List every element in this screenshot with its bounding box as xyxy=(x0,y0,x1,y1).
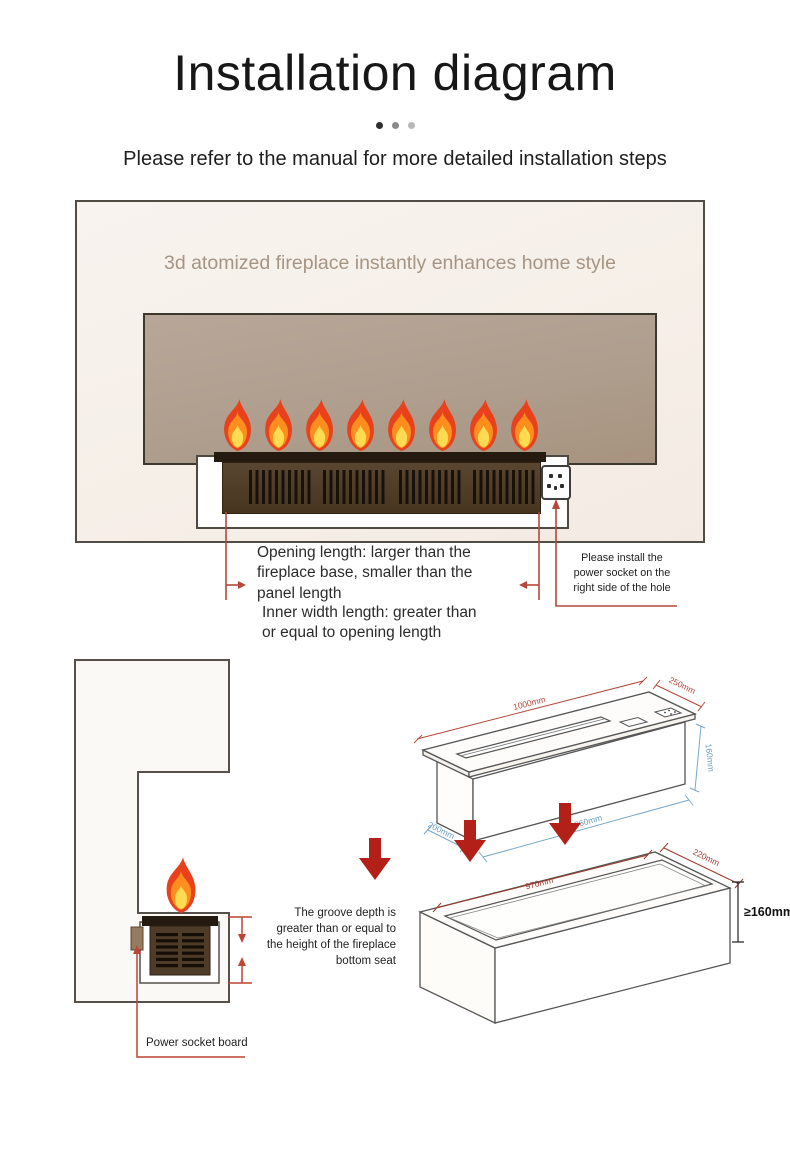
mist-slot-inner xyxy=(459,718,605,757)
fireplace-body xyxy=(222,462,541,514)
dot-icon xyxy=(375,122,383,129)
groove-depth-note: The groove depth is greater than or equa… xyxy=(266,907,396,967)
min-depth-label: ≥160mm xyxy=(744,905,790,919)
vent-grille xyxy=(323,470,387,504)
inner-width-note: Inner width length: greater than or equa… xyxy=(262,604,477,642)
arrow-down-icon xyxy=(359,838,391,880)
vent-grille xyxy=(156,933,204,968)
groove-opening-inner xyxy=(448,863,708,939)
depth-dimension-lines xyxy=(136,916,252,1058)
red-dimension-lines xyxy=(413,676,706,744)
arrow-down-icon xyxy=(238,934,246,943)
flame-icon xyxy=(166,857,196,913)
body-height-label: 160mm xyxy=(704,743,713,772)
socket-pin xyxy=(553,486,557,490)
opening-length-note: Opening length: larger than the fireplac… xyxy=(257,544,473,602)
arrow-right-icon xyxy=(238,581,246,589)
insert-direction-arrows xyxy=(359,803,581,880)
socket-note: Please install the power socket on the r… xyxy=(573,552,671,594)
socket-pin xyxy=(549,474,553,478)
control-panel xyxy=(618,716,649,728)
arrow-down-icon xyxy=(549,803,581,845)
groove-cross-section xyxy=(74,659,252,1058)
groove-base-drawing: 970mm 220mm ≥160mm xyxy=(418,842,790,1025)
flame-icon xyxy=(429,399,456,452)
fireplace-top-plate xyxy=(142,916,218,926)
wall-annotation-lines xyxy=(225,499,677,607)
socket-pin xyxy=(560,484,564,488)
flame-icon xyxy=(265,399,292,452)
socket-pin xyxy=(558,474,562,478)
flames-row xyxy=(224,399,538,452)
socket-pins xyxy=(664,709,676,715)
depth-dimension-line xyxy=(732,881,744,943)
wall-caption: 3d atomized fireplace instantly enhances… xyxy=(163,252,616,274)
arrow-up-icon xyxy=(133,945,141,954)
flame-icon xyxy=(224,399,251,452)
page-title: Installation diagram xyxy=(173,45,617,101)
page-subtitle: Please refer to the manual for more deta… xyxy=(123,148,667,170)
flame-icon xyxy=(347,399,374,452)
panel-length-label: 1000mm xyxy=(512,694,547,712)
arrow-up-icon xyxy=(238,957,246,966)
flame-icon xyxy=(388,399,415,452)
arrow-up-icon xyxy=(552,499,560,509)
arrow-down-icon xyxy=(454,820,486,862)
vent-grille xyxy=(249,470,313,504)
socket-pin xyxy=(547,484,551,488)
dot-icon xyxy=(391,122,399,129)
arrow-left-icon xyxy=(519,581,527,589)
power-socket-icon xyxy=(541,465,571,500)
vent-grille xyxy=(473,470,537,504)
power-socket-board-label: Power socket board xyxy=(146,1037,248,1049)
socket-callout-line xyxy=(555,508,677,607)
vent-grille xyxy=(399,470,463,504)
pager-dots xyxy=(0,122,790,129)
dot-icon xyxy=(407,122,415,129)
flame-icon xyxy=(306,399,333,452)
groove-width-label: 220mm xyxy=(691,847,721,868)
flame-icon xyxy=(470,399,497,452)
fireplace-top-plate xyxy=(214,452,546,462)
flame-icon xyxy=(511,399,538,452)
fireplace-unit-drawing: 1000mm 250mm 160mm 960mm 200mm xyxy=(413,676,713,863)
socket-icon xyxy=(653,707,683,718)
groove-dimension-lines xyxy=(432,842,744,913)
groove-opening xyxy=(443,859,714,941)
